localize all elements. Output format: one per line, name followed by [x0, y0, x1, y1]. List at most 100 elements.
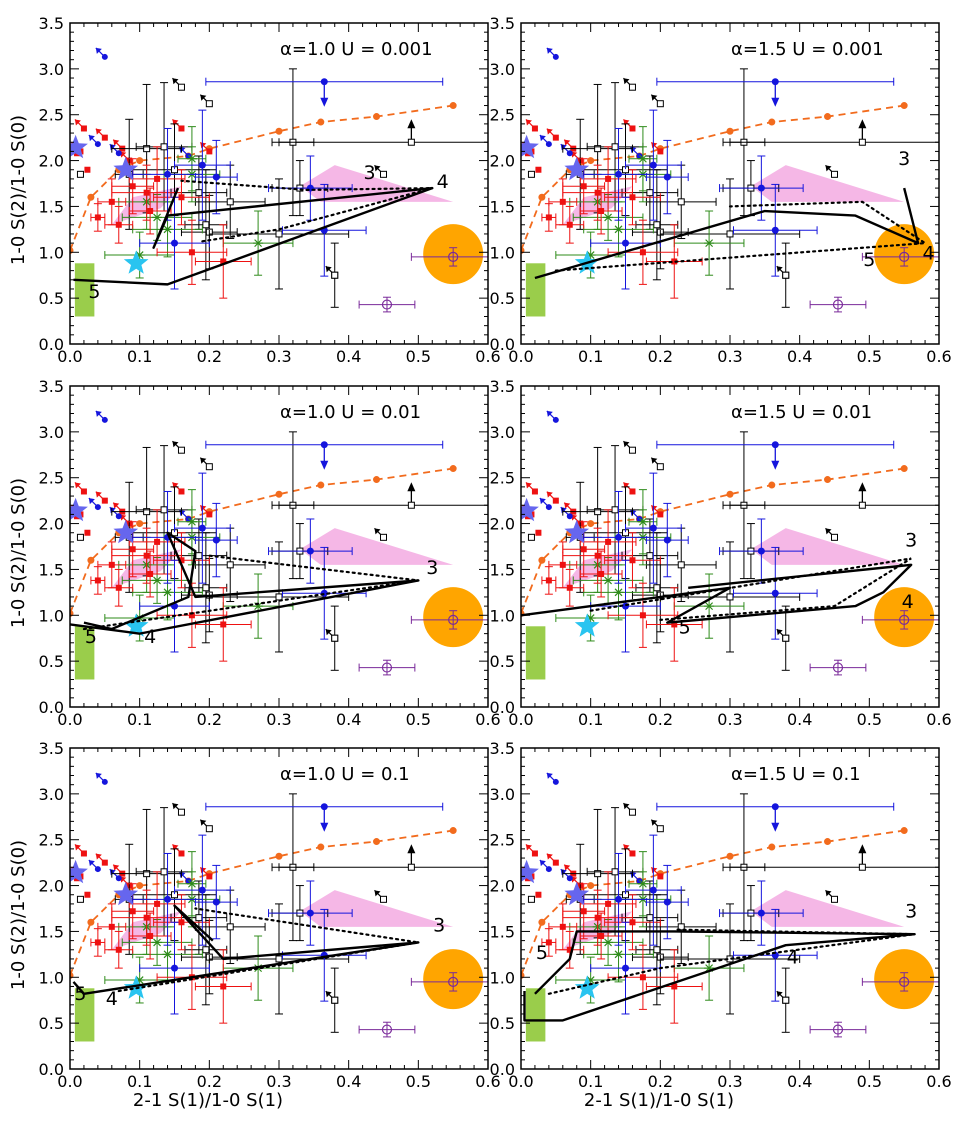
blue-point — [625, 472, 682, 584]
marker — [858, 138, 866, 146]
marker — [178, 850, 185, 857]
marker — [320, 78, 328, 86]
marker — [171, 964, 178, 972]
black-point — [278, 119, 488, 147]
red-point — [90, 566, 106, 595]
arrowhead — [651, 142, 658, 149]
red-point — [579, 509, 637, 575]
marker — [115, 221, 122, 228]
x-tick-label: 0.3 — [266, 347, 291, 366]
marker — [552, 859, 559, 866]
marker — [448, 614, 459, 625]
marker — [407, 138, 415, 146]
blue-star — [70, 859, 88, 884]
blue-point — [583, 490, 654, 584]
y-tick-label: 3.0 — [39, 785, 64, 804]
marker — [657, 873, 664, 880]
marker — [101, 497, 108, 504]
black-point — [729, 844, 939, 872]
marker — [545, 577, 552, 584]
marker — [858, 501, 866, 509]
purple-point — [809, 659, 867, 676]
marker — [76, 533, 84, 541]
marker — [154, 538, 161, 545]
upper-limit-arrowhead — [771, 460, 780, 470]
orange-point — [449, 827, 457, 835]
black-limit-arrow — [650, 94, 664, 108]
marker — [545, 141, 552, 148]
marker — [611, 506, 619, 514]
upper-limit-arrowhead — [320, 822, 329, 832]
marker — [188, 612, 195, 619]
orange-point — [768, 481, 776, 489]
blue-point — [656, 440, 895, 470]
blue-star — [521, 859, 539, 884]
x-tick-label: 0.1 — [127, 710, 152, 729]
marker — [657, 511, 664, 518]
arrowhead — [88, 860, 95, 867]
red-point — [548, 903, 578, 951]
x-tick-label: 0.4 — [336, 1072, 361, 1091]
marker — [629, 194, 636, 201]
marker — [331, 271, 339, 279]
ticks — [520, 22, 940, 345]
orange-point — [726, 490, 734, 498]
marker — [771, 803, 779, 811]
marker — [147, 933, 154, 940]
marker — [629, 919, 636, 926]
blue-point — [732, 908, 818, 1002]
black-limit-arrow — [650, 819, 664, 833]
marker — [143, 914, 150, 921]
red-point — [128, 550, 172, 598]
blue-point — [174, 834, 231, 946]
purple-point — [358, 1021, 416, 1038]
marker — [771, 78, 779, 86]
marker — [771, 226, 779, 234]
orange-point — [87, 918, 95, 926]
marker — [637, 517, 648, 526]
orange-point — [726, 127, 734, 135]
marker — [594, 508, 602, 516]
purple-point — [358, 659, 416, 676]
green-rect — [525, 626, 546, 680]
panel-title: α=1.5 U = 0.01 — [731, 402, 872, 423]
marker — [101, 53, 108, 60]
red-point — [645, 224, 703, 299]
red-point — [555, 930, 585, 969]
orange-dashed-curve — [70, 829, 454, 976]
orange-point — [317, 481, 325, 489]
red-point — [541, 928, 557, 957]
arrowhead — [776, 629, 783, 636]
marker — [782, 271, 790, 279]
track-label: 5 — [88, 281, 100, 303]
arrowhead — [200, 142, 207, 149]
green-point — [177, 126, 207, 192]
arrowhead — [623, 803, 630, 810]
black-point — [208, 541, 350, 653]
y-tick-label: 1.5 — [490, 922, 515, 941]
marker — [220, 983, 227, 990]
marker — [629, 850, 636, 857]
marker — [605, 175, 612, 182]
marker — [202, 221, 210, 229]
marker — [656, 825, 664, 833]
green-point — [628, 851, 658, 917]
lower-limit-arrowhead — [858, 119, 867, 129]
arrowhead — [560, 869, 567, 876]
blue-point — [268, 518, 353, 584]
black-limit-arrow — [172, 77, 185, 91]
blue-point — [205, 440, 444, 470]
orange-point — [373, 838, 381, 846]
x-tick-label: 0.0 — [57, 347, 82, 366]
x-tick-label: 0.1 — [578, 347, 603, 366]
purple-point — [358, 296, 416, 313]
plot-area — [70, 772, 488, 1042]
pink-region — [750, 890, 905, 927]
red-point — [84, 891, 91, 898]
y-tick-label: 2.5 — [490, 469, 515, 488]
x-tick-label: 0.1 — [578, 1072, 603, 1091]
orange-point — [726, 852, 734, 860]
red-point — [645, 949, 703, 1024]
